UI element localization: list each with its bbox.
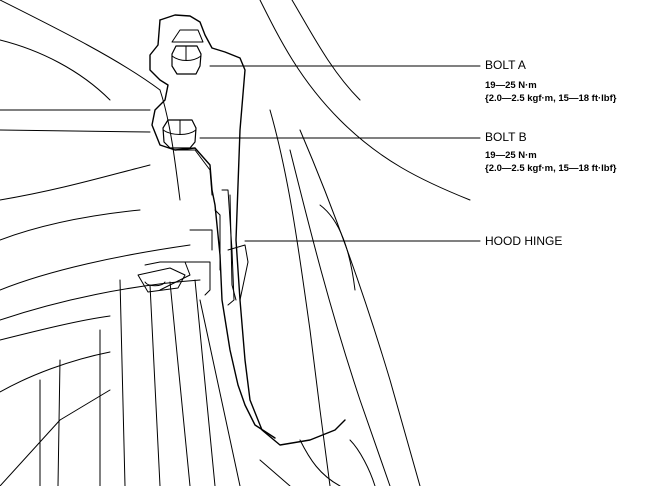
hood-hinge-bracket <box>137 14 346 446</box>
bolt-a-torque: 19—25 N·m <box>485 80 537 91</box>
bolt-a-label: BOLT A <box>485 58 526 72</box>
hood-hinge-label: HOOD HINGE <box>485 234 563 248</box>
bolt-a-torque-alt: {2.0—2.5 kgf·m, 15—18 ft·lbf} <box>485 93 617 104</box>
bolt-b-label: BOLT B <box>485 130 527 144</box>
leader-lines <box>199 65 481 242</box>
bolt-b-torque-alt: {2.0—2.5 kgf·m, 15—18 ft·lbf} <box>485 163 617 174</box>
body-panel-outlines <box>0 0 471 486</box>
bolt-b <box>162 119 197 149</box>
bolt-a <box>171 29 204 75</box>
bolt-b-torque: 19—25 N·m <box>485 150 537 161</box>
